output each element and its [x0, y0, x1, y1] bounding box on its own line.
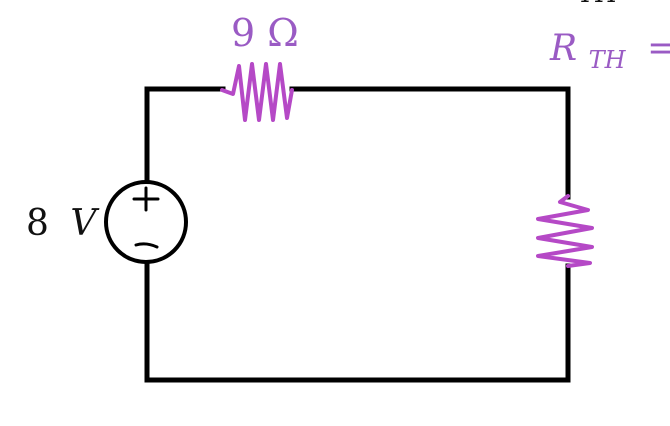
rth-symbol: R	[549, 28, 577, 69]
wire-top-left	[144, 86, 226, 185]
rth-equals: =	[647, 28, 670, 69]
wire-top-right	[289, 86, 571, 200]
source-value: 8	[26, 203, 49, 244]
source-plus-sign	[132, 186, 160, 212]
source-unit: V	[70, 203, 100, 244]
rth-subscript: TH	[589, 46, 627, 74]
rth-label: R TH =	[549, 28, 670, 77]
source-minus-sign	[134, 242, 159, 249]
wire-bottom	[144, 259, 571, 383]
resistor-value-label: 9 Ω	[231, 11, 299, 55]
source-voltage-label: 8 V	[26, 203, 100, 244]
top-cutoff-label: TH	[578, 0, 619, 9]
load-resistor	[536, 194, 594, 268]
resistor-9-ohm	[220, 62, 294, 122]
voltage-source	[104, 180, 188, 264]
